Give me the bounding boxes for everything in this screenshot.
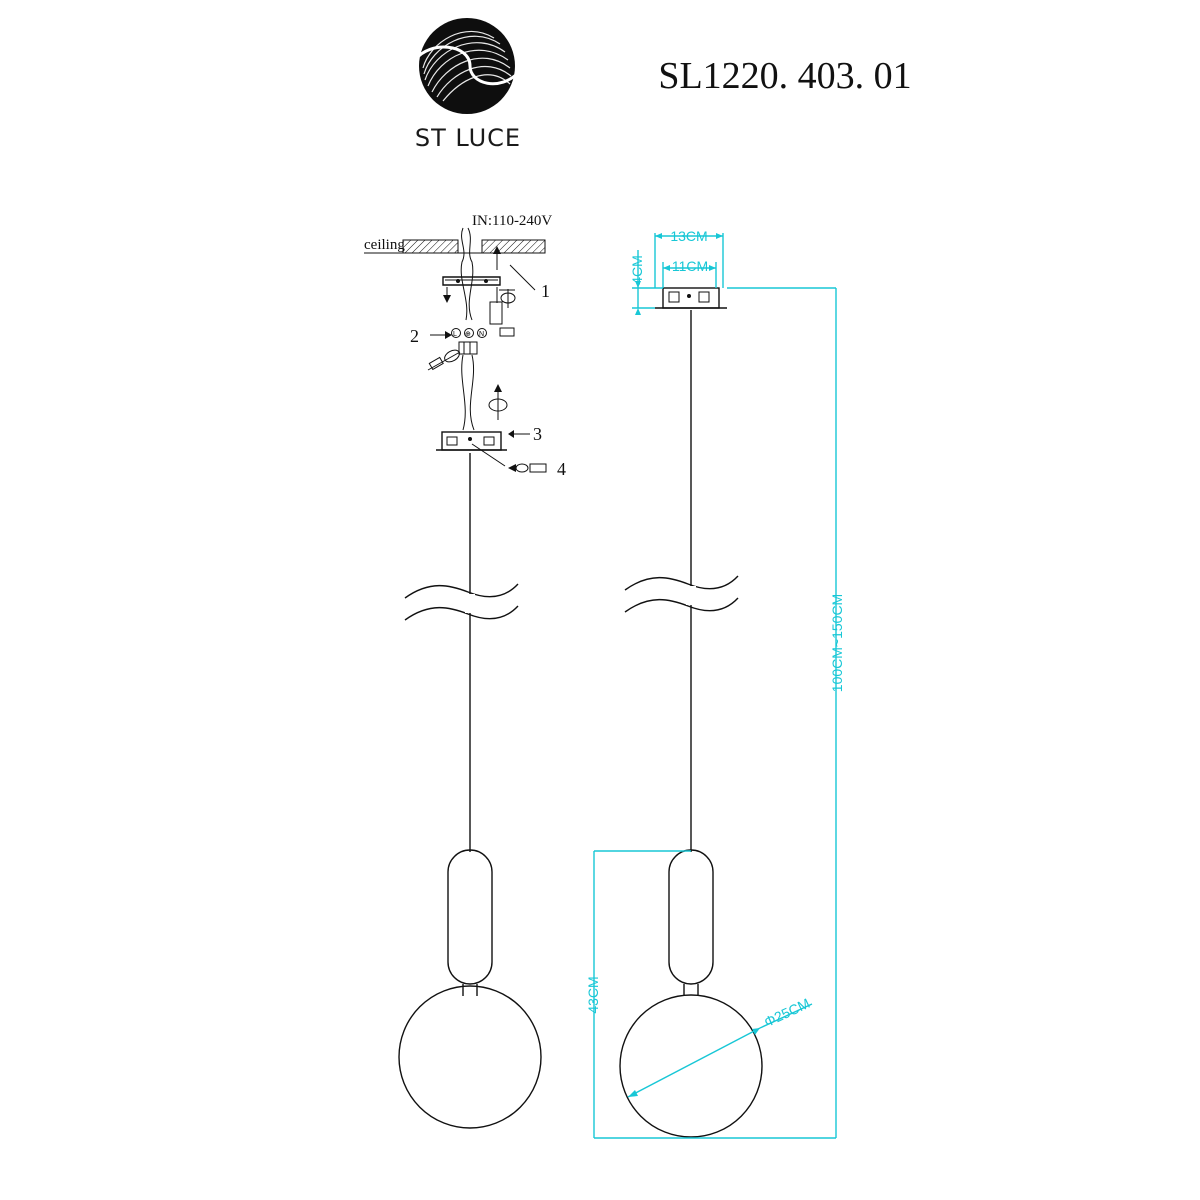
globe-diameter-dim: Φ25CM: [762, 995, 813, 1030]
cable-break-symbol-side: [624, 575, 739, 613]
terminal-earth-mark: ⊕: [465, 331, 471, 338]
safety-screw: [427, 349, 461, 371]
callout-3: 3: [533, 424, 542, 444]
rotate-icon: [500, 289, 516, 308]
bracket-screws: [443, 287, 515, 337]
mounting-bracket: [442, 276, 501, 286]
callout-4: 4: [557, 459, 566, 479]
brand-name: ST LUCE: [415, 124, 521, 152]
callout-2: 2: [410, 326, 419, 346]
canopy-inner-dim: 11CM: [672, 258, 708, 274]
canopy-outer-dim: 13CM: [670, 228, 707, 244]
canopy-height-dim: 4CM: [629, 255, 645, 285]
dimension-view: 13CM 11CM 4CM 100CM~150CM: [585, 228, 845, 1139]
lamp-height-dim: 43CM: [585, 976, 601, 1013]
st-luce-logo-icon: [413, 18, 521, 114]
input-voltage-label: IN:110-240V: [472, 213, 552, 229]
canopy-side: [655, 287, 727, 309]
lamp-holder-capsule-side: [668, 849, 714, 985]
model-number: SL1220. 403. 01: [658, 55, 911, 97]
terminal-neutral-mark: N: [479, 331, 484, 338]
terminal-live-mark: L: [453, 331, 457, 338]
installation-view: IN:110-240V ceiling 1: [364, 213, 566, 1129]
terminal-block: L ⊕ N: [451, 328, 487, 355]
glass-globe: [398, 985, 542, 1129]
glass-globe-side: [619, 994, 763, 1138]
ceiling-slab: [364, 239, 546, 254]
cable-break-symbol: [404, 583, 519, 621]
canopy-plate: [436, 431, 507, 451]
grub-screw: [508, 463, 547, 473]
lamp-holder-capsule: [447, 849, 493, 985]
cable-length-dim: 100CM~150CM: [829, 594, 845, 692]
ceiling-label: ceiling: [364, 237, 405, 253]
callout-1: 1: [541, 281, 550, 301]
